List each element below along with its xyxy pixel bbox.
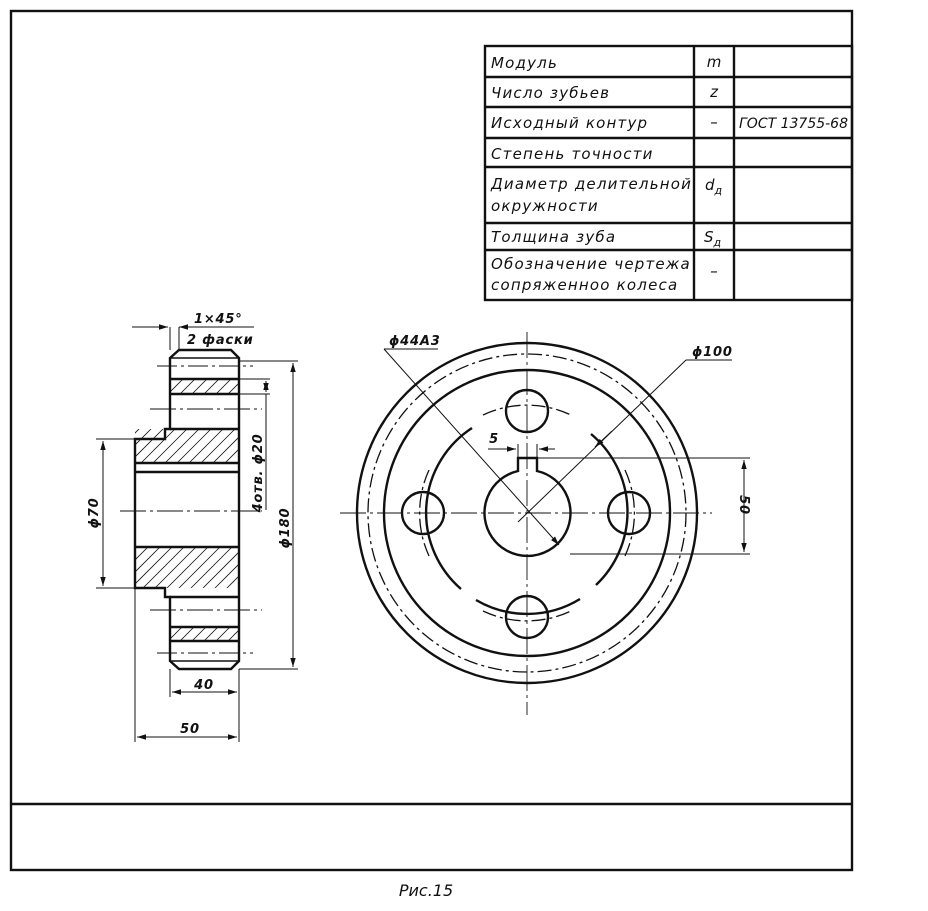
- front-view: ϕ44А3 ϕ100 5 50: [340, 332, 751, 715]
- spec-row-mating-gear-label: Обозначение чертежа: [491, 255, 691, 273]
- spec-row-profile-label: Исходный контур: [491, 114, 648, 132]
- spec-row-accuracy-label: Степень точности: [491, 145, 654, 163]
- total-width-dimension: 50: [180, 722, 200, 737]
- hub-diameter-dimension: ϕ70: [87, 498, 102, 529]
- section-view: 1×45° 2 фаски ϕ180 4отв. ϕ20 ϕ70 40 50: [87, 312, 298, 742]
- spec-row-profile-value: ГОСТ 13755-68: [739, 116, 848, 132]
- hub-arc-right: [590, 433, 629, 586]
- bolt-hole-bottom: [504, 594, 550, 640]
- addendum-circle: [355, 341, 699, 685]
- hub-arc-left: [424, 426, 473, 590]
- bolt-hole-left: [400, 490, 446, 536]
- spec-row-teeth-symbol: z: [709, 83, 719, 101]
- bolt-hole-top: [504, 388, 550, 434]
- chamfer-dimension: 1×45°: [194, 312, 243, 327]
- spec-row-mating-gear-label-2: сопряженноо колеса: [491, 276, 678, 294]
- rim-inner-circle: [382, 368, 672, 658]
- spec-row-module-symbol: m: [707, 53, 722, 71]
- hatch-hub-bottom: [135, 547, 239, 588]
- hub-arc-bottom: [475, 597, 581, 616]
- spec-row-teeth-label: Число зубьев: [491, 84, 610, 102]
- bore-diameter-label: ϕ44А3: [389, 334, 441, 349]
- hatch-tooth-bottom: [170, 627, 239, 641]
- outer-diameter-dimension: ϕ180: [278, 508, 293, 549]
- hatch-tooth-top: [170, 379, 239, 394]
- drawing-frame: [9, 9, 854, 872]
- spec-row-tooth-thickness-label: Толщина зуба: [491, 228, 616, 246]
- spec-row-pitch-diameter-label: Диаметр делительной: [490, 175, 692, 193]
- keyway-width-dimension: 5: [489, 432, 499, 447]
- spec-row-profile-symbol: –: [710, 113, 718, 131]
- spec-row-pitch-diameter-symbol: dд: [705, 176, 722, 197]
- pitch-circle: [367, 353, 687, 673]
- hole-circle-diameter-label: ϕ100: [692, 345, 733, 360]
- bolt-hole-right: [606, 490, 652, 536]
- hatch-hub-top: [135, 429, 239, 463]
- figure-caption: Рис.15: [399, 881, 453, 900]
- spec-row-pitch-diameter-label-2: окружности: [491, 197, 599, 215]
- rim-width-dimension: 40: [193, 678, 214, 693]
- holes-dimension: 4отв. ϕ20: [251, 434, 266, 514]
- spec-row-module-label: Модуль: [491, 54, 558, 72]
- section-outline: [133, 348, 241, 671]
- keyway-depth-dimension: 50: [736, 495, 751, 515]
- spec-row-mating-gear-symbol: –: [710, 262, 718, 280]
- chamfer-note: 2 фаски: [187, 333, 253, 348]
- spec-table: Модуль m Число зубьев z Исходный контур …: [483, 44, 854, 302]
- spec-row-tooth-thickness-symbol: Sд: [704, 228, 721, 249]
- bore-with-keyway: [483, 456, 572, 558]
